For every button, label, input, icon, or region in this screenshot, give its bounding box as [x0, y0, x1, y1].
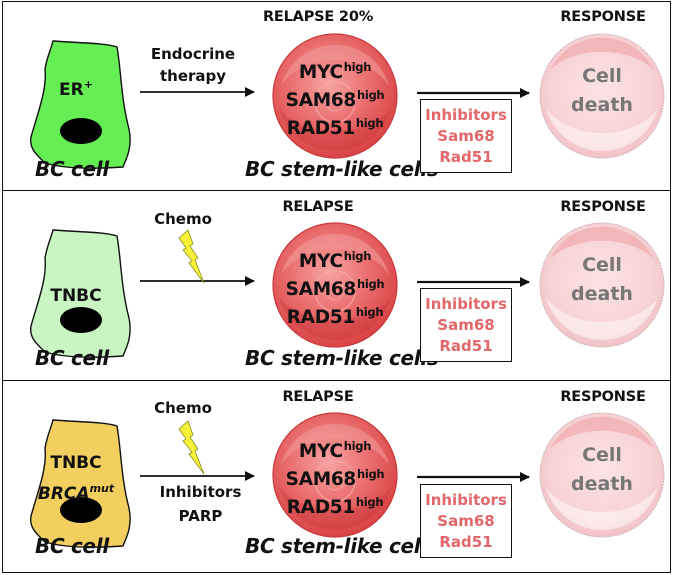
- bc-cell-shape: [30, 229, 131, 358]
- marker-myc: MYChigh: [298, 60, 372, 83]
- nucleus: [60, 118, 102, 144]
- marker-rad51: RAD51high: [286, 116, 384, 139]
- treatment-label: therapy: [159, 67, 227, 85]
- marker-sam68: SAM68high: [285, 88, 385, 111]
- marker-rad51: RAD51high: [286, 305, 384, 328]
- cell-death-text: death: [571, 283, 633, 305]
- relapse-title: RELAPSE 20%: [262, 9, 374, 25]
- dead-cell-circle: [539, 33, 665, 159]
- treatment-label: Chemo: [154, 210, 212, 228]
- bc-cell-caption: BC cell: [35, 346, 109, 370]
- nucleus: [60, 307, 102, 333]
- stem-like-cell-circle: [272, 222, 398, 348]
- marker-myc: MYChigh: [298, 249, 372, 272]
- cell-death-text: Cell: [582, 65, 622, 87]
- cell-death-text: Cell: [582, 444, 622, 466]
- stem-like-cells-caption: BC stem-like cells: [245, 157, 439, 181]
- stem-like-cell-circle: [272, 33, 398, 159]
- cell-type-label: TNBC: [50, 453, 102, 473]
- dead-cell-circle: [539, 222, 665, 348]
- marker-sam68: SAM68high: [285, 467, 385, 490]
- inhibitors-label: Inhibitors: [425, 106, 507, 124]
- marker-rad51: RAD51high: [286, 495, 384, 518]
- inhibitors-label: Inhibitors: [425, 491, 507, 509]
- marker-myc: MYChigh: [298, 439, 372, 462]
- bc-cell-shape: [30, 419, 131, 548]
- stem-like-cells-caption: BC stem-like cells: [245, 534, 439, 558]
- cell-death-text: Cell: [582, 254, 622, 276]
- marker-sam68: SAM68high: [285, 277, 385, 300]
- inhibitor-rad51: Rad51: [439, 148, 493, 166]
- relapse-title: RELAPSE: [282, 389, 354, 405]
- inhibitor-rad51: Rad51: [439, 533, 493, 551]
- inhibitors-label: Inhibitors: [425, 295, 507, 313]
- inhibitor-arrow: [417, 88, 530, 98]
- cell-death-text: death: [571, 94, 633, 116]
- response-title: RESPONSE: [560, 9, 646, 25]
- stem-like-cells-caption: BC stem-like cells: [245, 346, 439, 370]
- treatment-label: Chemo: [154, 399, 212, 417]
- nucleus: [60, 497, 102, 523]
- cell-type-label: ER+: [59, 78, 93, 100]
- cell-death-text: death: [571, 473, 633, 495]
- panel-tnbc: TNBC BC cell Chemo RELAPSE MYChigh SAM68h…: [2, 190, 671, 381]
- treatment-arrow: [140, 276, 255, 286]
- bc-cell-caption: BC cell: [35, 534, 109, 558]
- inhibitors-box: Inhibitors Sam68 Rad51: [420, 288, 512, 362]
- panel-er-positive: ER+ BC cell Endocrine therapy RELAPSE 20% M…: [2, 1, 671, 191]
- response-title: RESPONSE: [560, 199, 646, 215]
- cell-type-label: TNBC: [50, 286, 102, 306]
- treatment-below-label: PARP: [178, 507, 223, 525]
- treatment-arrow: [140, 87, 255, 97]
- inhibitor-arrow: [417, 277, 530, 287]
- relapse-title: RELAPSE: [282, 199, 354, 215]
- response-title: RESPONSE: [560, 389, 646, 405]
- bc-cell-caption: BC cell: [35, 157, 109, 181]
- inhibitor-arrow: [417, 472, 530, 482]
- lightning-bolt-icon: [178, 229, 205, 284]
- inhibitor-sam68: Sam68: [437, 316, 495, 334]
- inhibitor-sam68: Sam68: [437, 512, 495, 530]
- cell-mutation-label: BRCAmut: [37, 482, 115, 504]
- inhibitors-box: Inhibitors Sam68 Rad51: [420, 99, 512, 173]
- lightning-bolt-icon: [178, 420, 205, 475]
- bc-cell-shape: [30, 40, 131, 169]
- treatment-below-label: Inhibitors: [159, 483, 242, 501]
- inhibitor-rad51: Rad51: [439, 337, 493, 355]
- inhibitors-box: Inhibitors Sam68 Rad51: [420, 484, 512, 558]
- stem-like-cell-circle: [272, 412, 398, 538]
- treatment-label: Endocrine: [150, 45, 236, 63]
- dead-cell-circle: [539, 412, 665, 538]
- treatment-arrow: [140, 471, 255, 481]
- inhibitor-sam68: Sam68: [437, 127, 495, 145]
